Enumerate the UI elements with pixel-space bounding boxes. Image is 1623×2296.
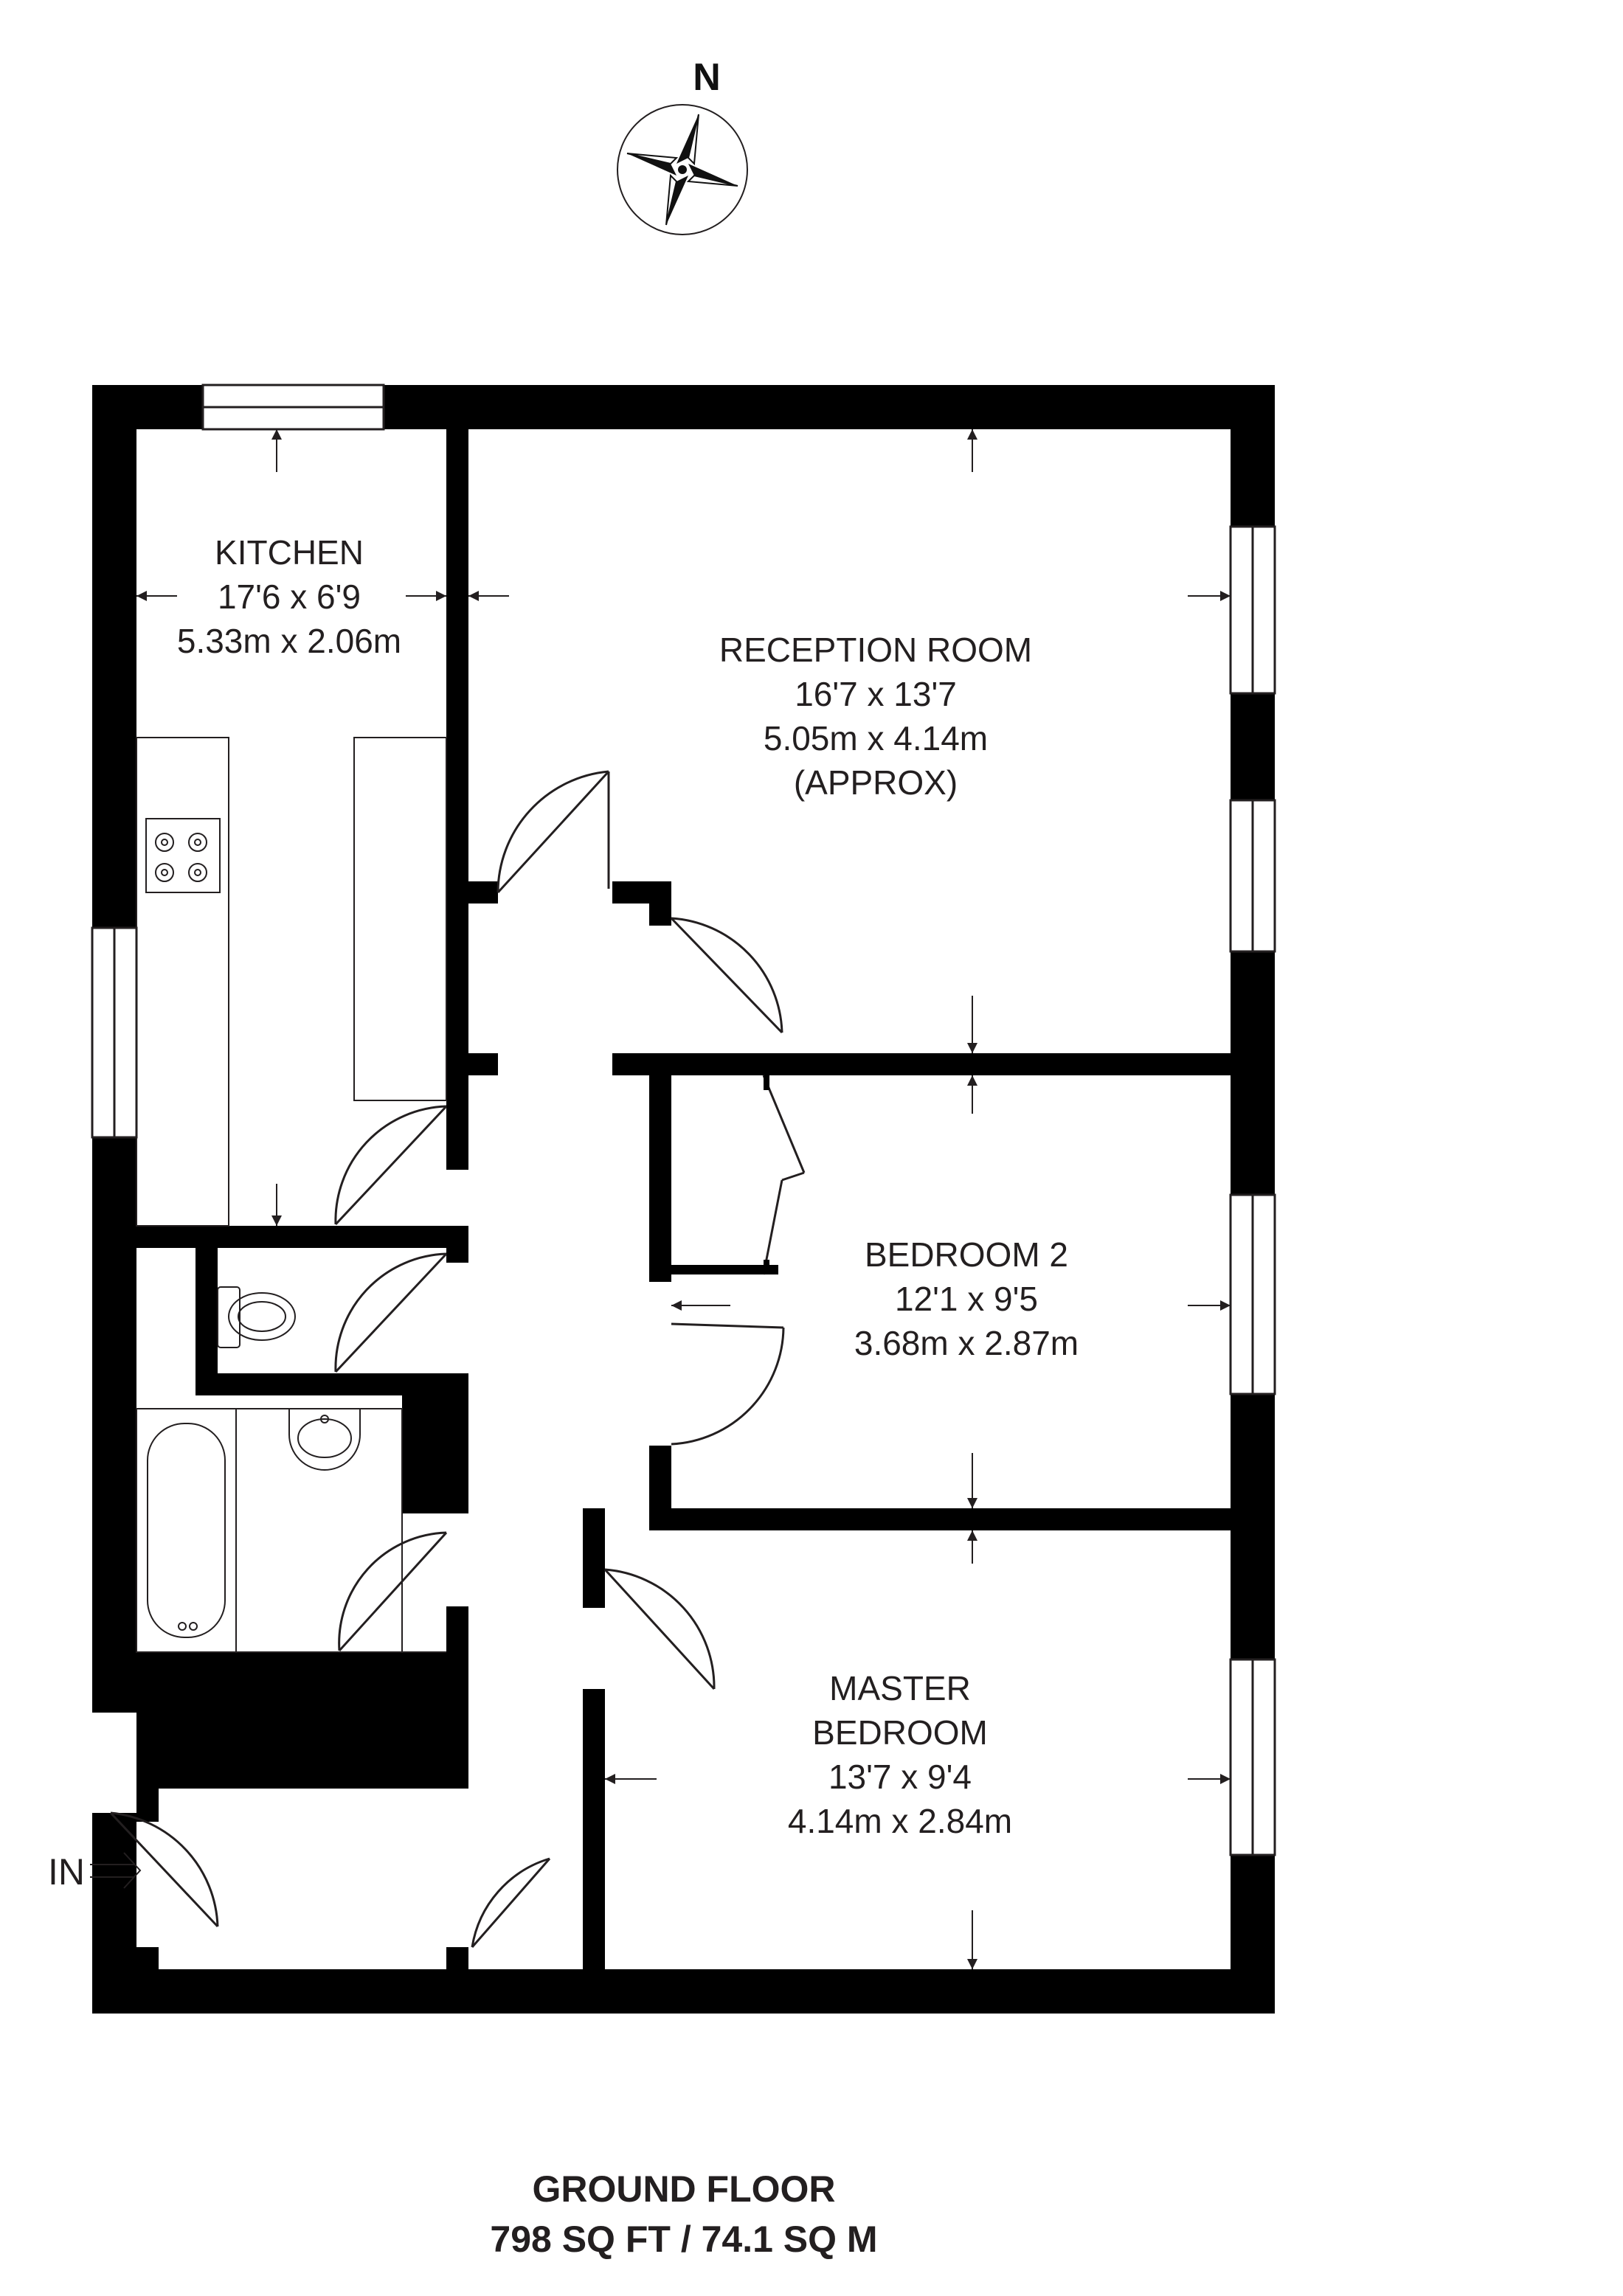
reception-imperial-size: 16'7 x 13'7 bbox=[795, 675, 957, 713]
hall-door bbox=[471, 1857, 551, 1948]
kitchen-label: KITCHEN 17'6 x 6'9 5.33m x 2.06m bbox=[177, 533, 401, 660]
outer-walls bbox=[92, 385, 1275, 2014]
doors bbox=[109, 770, 806, 1948]
entrance-door bbox=[109, 1811, 219, 1928]
bedroom2-door bbox=[671, 1322, 785, 1446]
reception-door-left bbox=[496, 770, 610, 894]
compass-rose-icon: N bbox=[617, 56, 748, 235]
floor-caption: GROUND FLOOR 798 SQ FT / 74.1 SQ M bbox=[490, 2168, 877, 2260]
master-imperial-size: 13'7 x 9'4 bbox=[828, 1758, 972, 1796]
master-metric-size: 4.14m x 2.84m bbox=[788, 1802, 1012, 1840]
wardrobe-doors bbox=[762, 1075, 806, 1275]
reception-approx-note: (APPROX) bbox=[794, 763, 958, 802]
reception-label: RECEPTION ROOM 16'7 x 13'7 5.05m x 4.14m… bbox=[719, 631, 1032, 802]
bedroom2-imperial-size: 12'1 x 9'5 bbox=[895, 1280, 1038, 1318]
entrance-arrow-icon bbox=[90, 1852, 142, 1889]
entrance-marker: IN bbox=[48, 1851, 142, 1893]
interior-walls bbox=[136, 429, 1231, 1969]
bedroom2-name: BEDROOM 2 bbox=[865, 1235, 1068, 1274]
reception-metric-size: 5.05m x 4.14m bbox=[764, 719, 988, 757]
kitchen-door bbox=[334, 1105, 448, 1226]
entrance-label: IN bbox=[48, 1851, 85, 1893]
bedroom2-metric-size: 3.68m x 2.87m bbox=[854, 1324, 1079, 1362]
bathroom-door bbox=[338, 1531, 448, 1652]
kitchen-metric-size: 5.33m x 2.06m bbox=[177, 622, 401, 660]
windows bbox=[91, 384, 1276, 1856]
hob-icon bbox=[145, 818, 221, 893]
kitchen-fittings bbox=[136, 737, 447, 1227]
wardrobe bbox=[649, 1075, 778, 1274]
reception-name: RECEPTION ROOM bbox=[719, 631, 1032, 669]
master-name-line1: MASTER bbox=[829, 1669, 971, 1707]
dimension-arrows bbox=[136, 429, 1231, 1969]
reception-door-right bbox=[670, 917, 783, 1034]
master-name-line2: BEDROOM bbox=[812, 1713, 988, 1752]
basin-icon bbox=[288, 1408, 361, 1471]
master-bedroom-door bbox=[603, 1568, 716, 1690]
compass-north-label: N bbox=[693, 56, 721, 99]
master-bedroom-label: MASTER BEDROOM 13'7 x 9'4 4.14m x 2.84m bbox=[788, 1669, 1012, 1840]
kitchen-imperial-size: 17'6 x 6'9 bbox=[218, 578, 361, 616]
kitchen-worktop-left bbox=[136, 737, 229, 1227]
kitchen-name: KITCHEN bbox=[215, 533, 364, 572]
floor-title: GROUND FLOOR bbox=[532, 2168, 835, 2210]
kitchen-worktop-right bbox=[353, 737, 447, 1101]
toilet-icon bbox=[217, 1286, 296, 1348]
floor-area: 798 SQ FT / 74.1 SQ M bbox=[490, 2219, 877, 2260]
bedroom2-label: BEDROOM 2 12'1 x 9'5 3.68m x 2.87m bbox=[854, 1235, 1079, 1362]
wc-door bbox=[334, 1252, 448, 1373]
